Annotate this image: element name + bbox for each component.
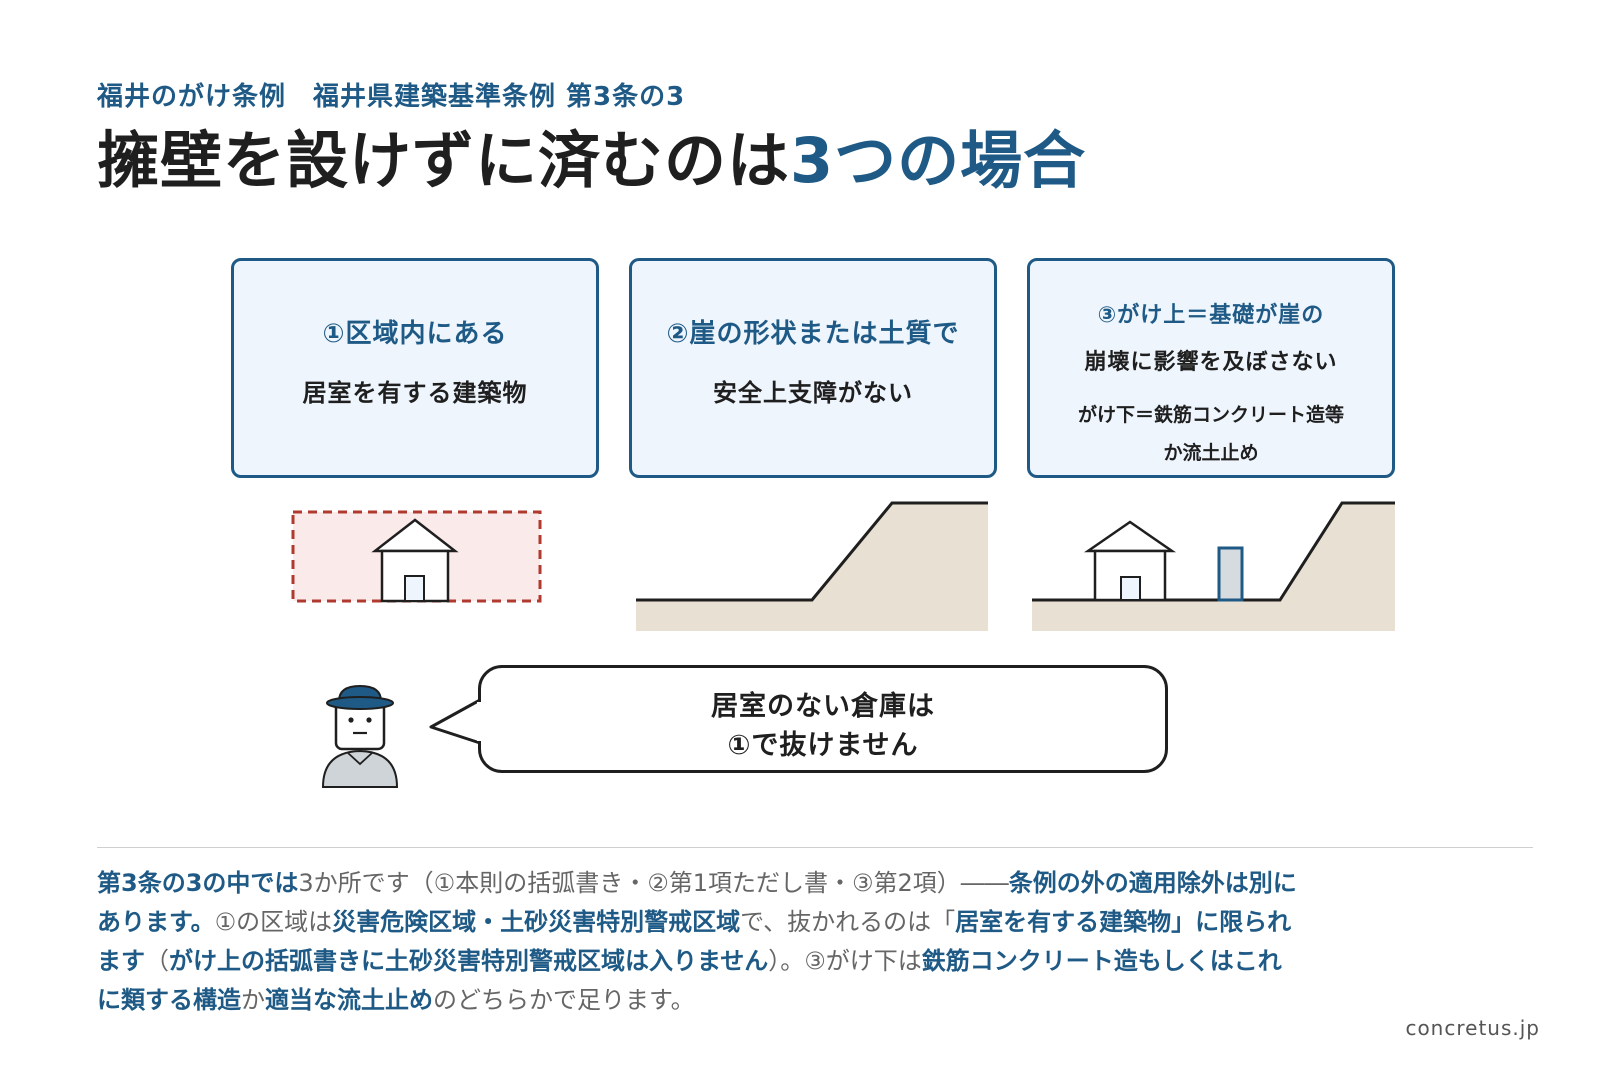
speech-bubble: 居室のない倉庫は ①で抜けません	[478, 665, 1168, 773]
para-text-5: ）。③がけ下は	[768, 947, 922, 975]
house-icon	[371, 518, 459, 603]
case-card-3-note-line1: がけ下＝鉄筋コンクリート造等	[1077, 404, 1344, 426]
slope-surface	[636, 501, 988, 602]
page-title: 擁壁を設けずに済むのは3つの場合	[97, 130, 1086, 192]
para-bold-2: 条例の外の適用除外は別にあります。	[97, 869, 1297, 936]
para-text-1: 3か所です（①本則の括弧書き・②第1項ただし書・③第2項）――	[298, 869, 1009, 897]
case-card-1-heading: ①区域内にある	[322, 319, 508, 349]
title-accent: 3つの場合	[790, 124, 1087, 197]
para-text-2: ①の区域は	[214, 908, 333, 936]
subtitle: 福井のがけ条例 福井県建築基準条例 第3条の3	[97, 82, 686, 112]
para-text-7: のどちらかで足ります。	[433, 986, 695, 1014]
case-card-2-heading: ②崖の形状または土質で	[666, 319, 960, 349]
zone-illustration	[291, 510, 542, 603]
case-card-3-body: 崩壊に影響を及ぼさない	[1084, 350, 1338, 375]
case-card-3-heading: ③がけ上＝基礎が崖の	[1097, 303, 1325, 328]
divider	[97, 847, 1533, 848]
case-card-1: ①区域内にある 居室を有する建築物	[231, 258, 599, 478]
case-card-2-body: 安全上支障がない	[713, 379, 913, 407]
speech-bubble-line2: ①で抜けません	[727, 730, 919, 761]
para-bold-5: がけ上の括弧書きに土砂災害特別警戒区域は入りません	[169, 947, 769, 975]
para-bold-6: 鉄筋コンクリート造もしくはこれに類する構造	[97, 947, 1282, 1014]
retaining-wall	[1217, 546, 1244, 602]
para-text-3: で、抜かれるのは「	[740, 908, 956, 936]
speech-bubble-tail	[429, 698, 482, 745]
case-card-3-note-line2: か流土止め	[1163, 442, 1259, 464]
para-bold-4: 居室を有する建築物」に限られます	[97, 908, 1292, 975]
para-text-4: （	[145, 947, 169, 975]
cliff-bottom-illustration	[1032, 501, 1395, 631]
ground-mass-2	[1032, 503, 1395, 631]
para-bold-7: 適当な流土止め	[265, 986, 433, 1014]
case-card-1-body: 居室を有する建築物	[302, 379, 528, 407]
bubble-seam	[477, 702, 483, 741]
case-card-2: ②崖の形状または土質で 安全上支障がない	[629, 258, 997, 478]
speech-bubble-line1: 居室のない倉庫は	[711, 691, 935, 722]
inspector-avatar	[321, 684, 399, 788]
house-icon-2	[1083, 520, 1177, 602]
slope-illustration	[636, 501, 988, 631]
case-card-3: ③がけ上＝基礎が崖の 崩壊に影響を及ぼさない がけ下＝鉄筋コンクリート造等 か流…	[1027, 258, 1395, 478]
explanation-paragraph: 第3条の3の中では3か所です（①本則の括弧書き・②第1項ただし書・③第2項）――…	[97, 864, 1297, 1020]
para-bold-3: 災害危険区域・土砂災害特別警戒区域	[332, 908, 741, 936]
site-credit: concretus.jp	[1405, 1016, 1540, 1040]
para-text-6: か	[241, 986, 265, 1014]
title-main: 擁壁を設けずに済むのは	[97, 124, 791, 197]
para-bold-1: 第3条の3の中では	[97, 869, 299, 897]
ground-mass	[636, 503, 988, 631]
